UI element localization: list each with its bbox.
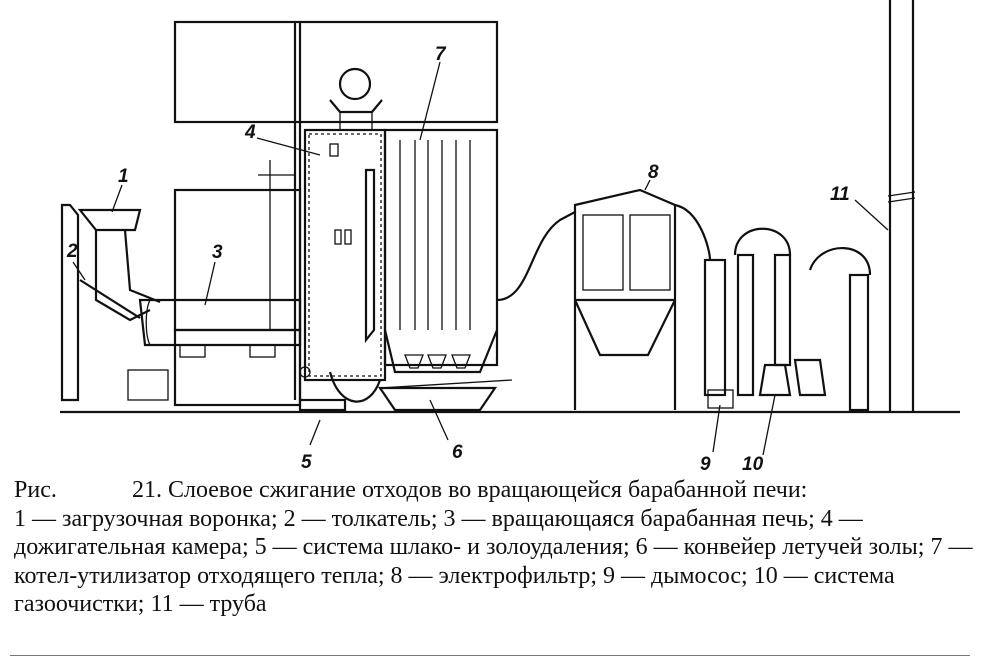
steam-drum (329, 67, 383, 130)
slag-removal (298, 366, 382, 412)
legend-item-8: 8 — электрофильтр; (390, 562, 598, 589)
leader-lines (72, 61, 889, 456)
diagram-svg: 1 2 3 4 5 6 7 8 9 10 11 (60, 0, 960, 470)
legend-item-4: 4 — дожигательная камера; (14, 505, 863, 561)
figure-prefix: Рис. (14, 477, 57, 503)
caption-title-line: Рис. 21. Слоевое сжигание отходов во вращ… (14, 476, 974, 505)
legend-item-6: 6 — конвейер летучей золы; (635, 534, 925, 560)
callout-7: 7 (435, 44, 447, 65)
process-diagram: 1 2 3 4 5 6 7 8 9 10 11 (60, 0, 960, 470)
figure-title: 21. Слоевое сжигание отходов во вращающе… (132, 477, 808, 503)
duct-boiler-filter (496, 211, 576, 302)
figure-caption: Рис. 21. Слоевое сжигание отходов во вращ… (14, 476, 974, 619)
rotary-kiln (138, 298, 302, 358)
afterburning-chamber (303, 128, 387, 382)
legend-item-7: 7 — котел-утилизатор отходящего тепла; (14, 534, 973, 589)
bottom-rule (10, 655, 970, 656)
callout-1: 1 (118, 166, 129, 187)
chimney (887, 0, 916, 412)
callout-10: 10 (742, 454, 764, 470)
callout-8: 8 (648, 162, 659, 183)
figure-legend: 1 — загрузочная воронка; 2 — толкатель; … (14, 505, 974, 619)
loading-hopper (60, 203, 169, 402)
callout-3: 3 (212, 242, 223, 263)
callout-5: 5 (301, 452, 312, 470)
callout-6: 6 (452, 442, 463, 463)
boiler-house (173, 20, 499, 407)
electrofilter (573, 188, 677, 410)
legend-item-11: 11 — труба (150, 591, 267, 617)
callout-9: 9 (700, 454, 711, 470)
gas-cleaning-system (733, 227, 872, 412)
legend-item-3: 3 — вращающаяся барабанная печь; (443, 505, 815, 532)
fly-ash-conveyor (377, 379, 513, 412)
legend-item-1: 1 — загрузочная воронка; (14, 505, 278, 532)
waste-heat-boiler (383, 128, 499, 374)
callout-2: 2 (66, 241, 78, 262)
smoke-exhauster (674, 203, 734, 409)
legend-item-10: 10 — система газоочистки; (14, 562, 895, 618)
callout-4: 4 (244, 122, 256, 143)
legend-item-5: 5 — система шлако- и золоудаления; (254, 534, 630, 560)
legend-item-2: 2 — толкатель; (283, 505, 438, 532)
legend-item-9: 9 — дымосос; (603, 562, 748, 589)
callout-11: 11 (830, 184, 850, 205)
